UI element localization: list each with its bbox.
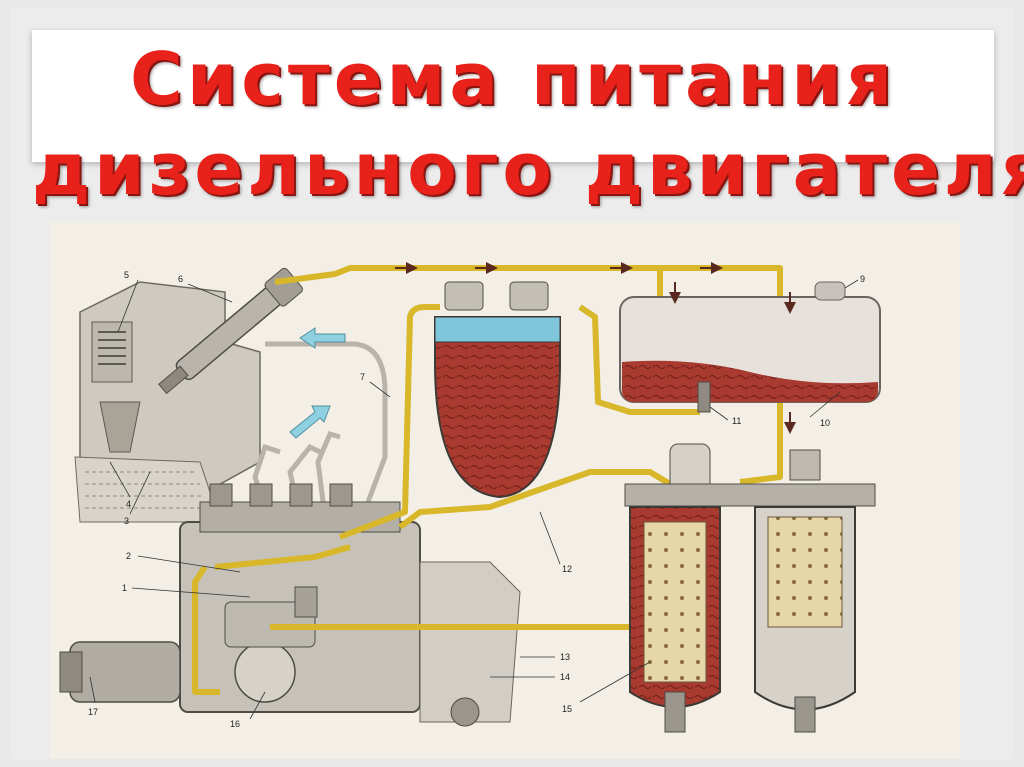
fuel-tank (620, 282, 880, 412)
slide-title-line-2: дизельного двигателя (32, 124, 994, 214)
part-label-11: 11 (732, 416, 741, 426)
diagram-canvas: 5 6 7 4 3 2 1 16 17 13 14 15 12 11 10 9 (50, 222, 960, 759)
part-label-4: 4 (126, 499, 131, 509)
part-label-17: 17 (88, 707, 98, 717)
part-label-12: 12 (562, 564, 572, 574)
part-label-14: 14 (560, 672, 570, 682)
fuel-filter-center (435, 282, 560, 497)
slide-title-line-1: Система питания (32, 34, 994, 124)
fuel-filters-right (625, 444, 875, 732)
part-label-7: 7 (360, 372, 365, 382)
high-pressure-lines (255, 344, 385, 522)
part-label-5: 5 (124, 270, 129, 280)
part-label-9: 9 (860, 274, 865, 284)
part-label-10: 10 (820, 418, 830, 428)
part-label-16: 16 (230, 719, 240, 729)
part-label-3: 3 (124, 516, 129, 526)
part-label-2: 2 (126, 551, 131, 561)
slide-title: Система питания дизельного двигателя (32, 34, 994, 214)
part-label-6: 6 (178, 274, 183, 284)
part-label-15: 15 (562, 704, 572, 714)
fuel-system-diagram: 5 6 7 4 3 2 1 16 17 13 14 15 12 11 10 9 (50, 222, 960, 759)
part-label-13: 13 (560, 652, 570, 662)
part-label-1: 1 (122, 583, 127, 593)
